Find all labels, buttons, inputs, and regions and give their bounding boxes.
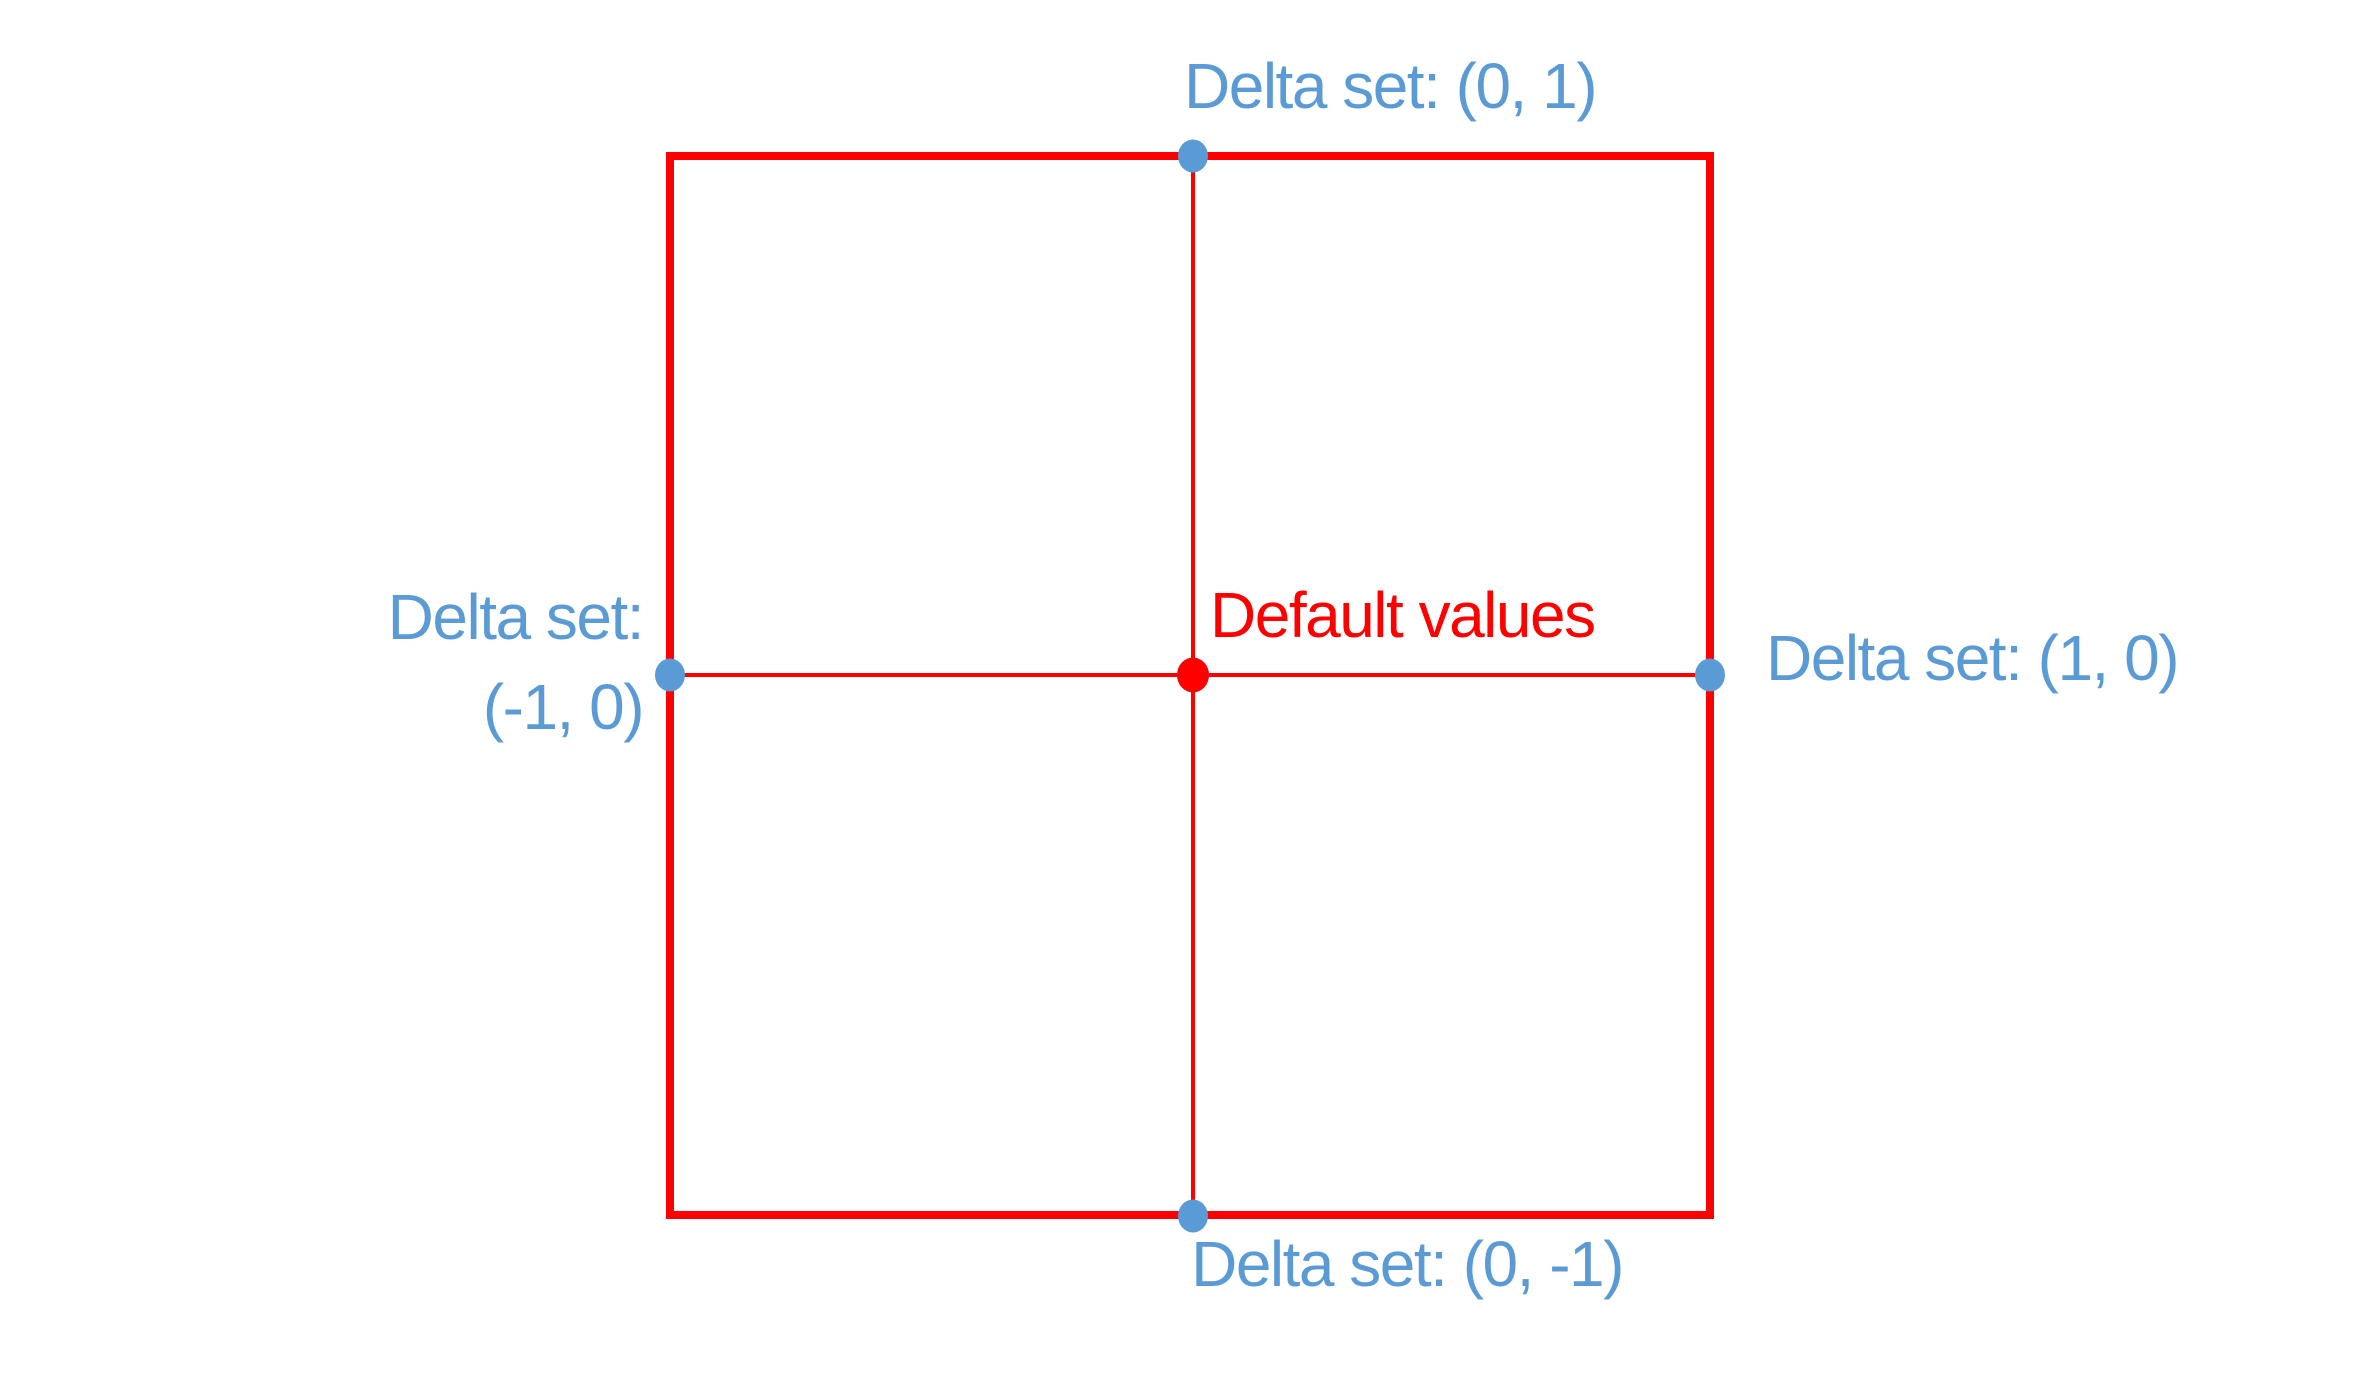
left-point-label: Delta set: (-1, 0) bbox=[387, 572, 645, 752]
center-point-label: Default values bbox=[1210, 579, 1596, 651]
bottom-point-marker bbox=[1178, 1199, 1208, 1233]
right-point-label: Delta set: (1, 0) bbox=[1766, 622, 2180, 694]
left-point-label-line2: (-1, 0) bbox=[482, 671, 645, 743]
top-point-label: Delta set: (0, 1) bbox=[1184, 50, 1598, 122]
bottom-point-label: Delta set: (0, -1) bbox=[1191, 1228, 1624, 1300]
left-point-label-line1: Delta set: bbox=[387, 581, 645, 653]
right-point-marker bbox=[1695, 658, 1725, 692]
center-point-marker bbox=[1177, 657, 1209, 693]
left-point-marker bbox=[655, 658, 685, 692]
top-point-marker bbox=[1178, 139, 1208, 173]
